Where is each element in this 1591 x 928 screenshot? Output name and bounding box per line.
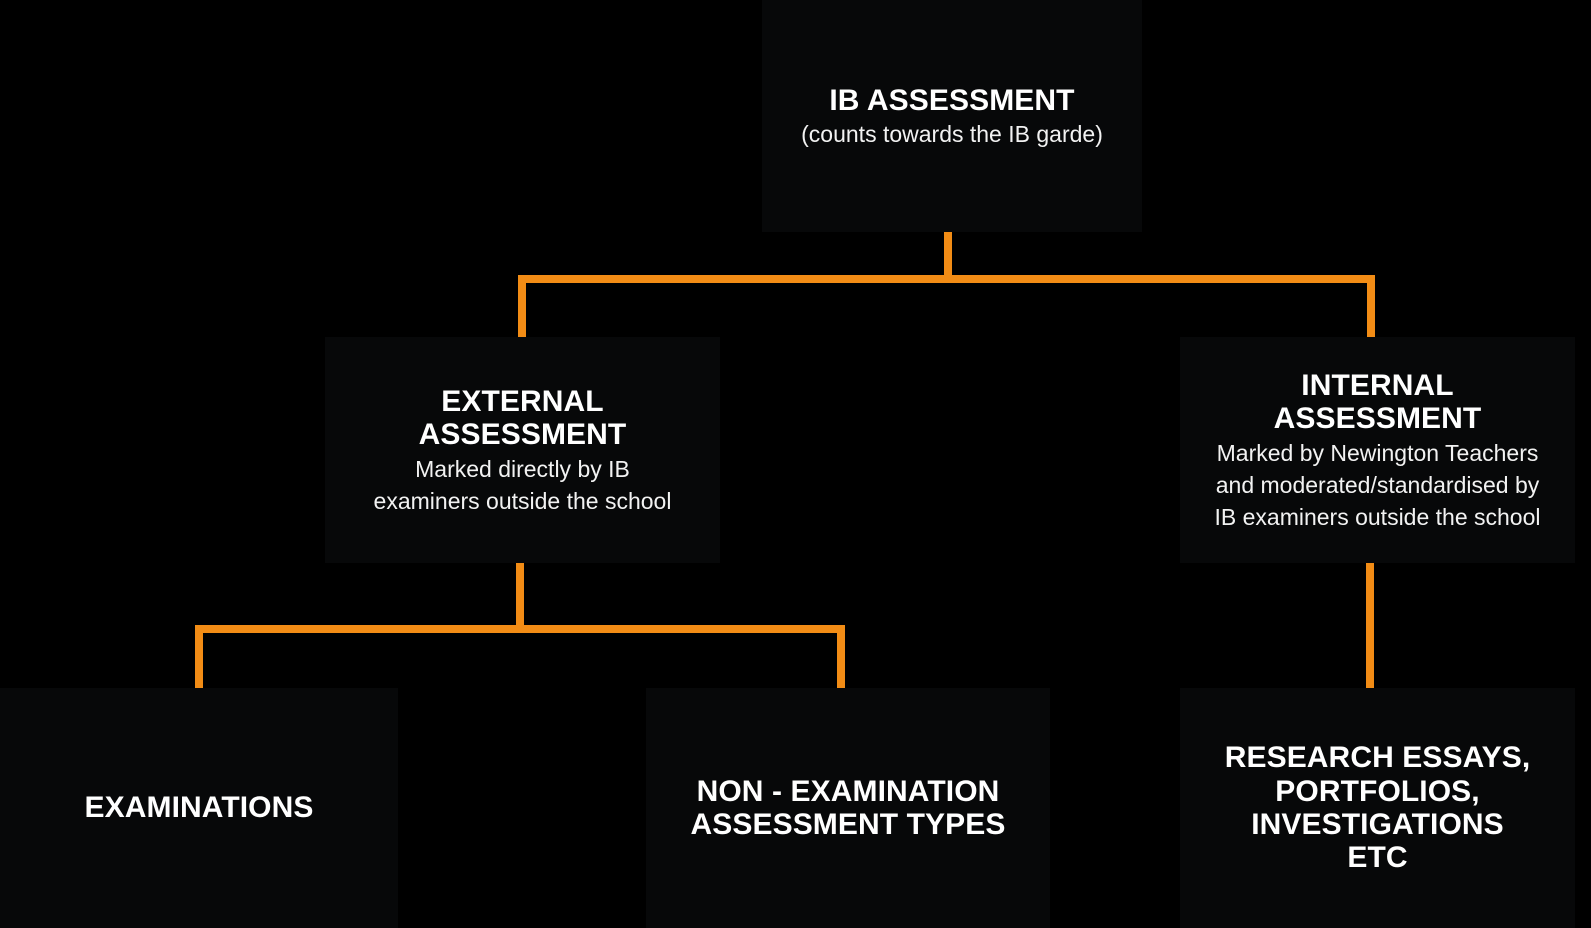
node-research-essays-portfolios: RESEARCH ESSAYS, PORTFOLIOS, INVESTIGATI…	[1180, 688, 1575, 928]
connector-internal-stem	[1366, 561, 1374, 690]
node-external-assessment-title-line2: ASSESSMENT	[418, 417, 627, 451]
node-non-examination-title-line2: ASSESSMENT TYPES	[690, 808, 1006, 841]
connector-level2-bus	[518, 275, 1375, 283]
node-research-title-line4: ETC	[1347, 841, 1408, 875]
node-non-examination-assessment-types: NON - EXAMINATION ASSESSMENT TYPES	[646, 688, 1050, 928]
node-ib-assessment: IB ASSESSMENT (counts towards the IB gar…	[762, 0, 1142, 232]
node-internal-assessment-subtitle-line3: IB examiners outside the school	[1214, 504, 1541, 531]
connector-root-stem	[944, 230, 952, 282]
node-research-title-line3: INVESTIGATIONS	[1251, 808, 1504, 841]
node-internal-assessment-subtitle-line2: and moderated/standardised by	[1215, 472, 1540, 499]
node-internal-assessment: INTERNAL ASSESSMENT Marked by Newington …	[1180, 337, 1575, 563]
node-external-assessment-title-line1: EXTERNAL	[441, 384, 604, 418]
node-internal-assessment-title-line2: ASSESSMENT	[1273, 401, 1482, 435]
node-internal-assessment-subtitle-line1: Marked by Newington Teachers	[1216, 440, 1539, 467]
node-research-title-line1: RESEARCH ESSAYS,	[1224, 741, 1531, 775]
node-external-assessment: EXTERNAL ASSESSMENT Marked directly by I…	[325, 337, 720, 563]
connector-external-stem	[516, 561, 524, 631]
node-non-examination-title-line1: NON - EXAMINATION	[696, 774, 1000, 808]
connector-level2-drop-internal	[1367, 275, 1375, 342]
node-internal-assessment-title-line1: INTERNAL	[1301, 368, 1454, 402]
node-ib-assessment-subtitle: (counts towards the IB garde)	[801, 121, 1103, 148]
node-research-title-line2: PORTFOLIOS,	[1275, 774, 1480, 808]
node-examinations: EXAMINATIONS	[0, 688, 398, 928]
connector-level3-drop-examinations	[195, 625, 203, 690]
node-examinations-title: EXAMINATIONS	[84, 791, 314, 825]
node-external-assessment-subtitle-line1: Marked directly by IB	[415, 456, 630, 483]
connector-level3-bus	[195, 625, 845, 633]
node-external-assessment-subtitle-line2: examiners outside the school	[373, 488, 672, 515]
node-ib-assessment-title: IB ASSESSMENT	[829, 83, 1075, 117]
connector-level3-drop-non-examination	[837, 625, 845, 690]
connector-level2-drop-external	[518, 275, 526, 342]
